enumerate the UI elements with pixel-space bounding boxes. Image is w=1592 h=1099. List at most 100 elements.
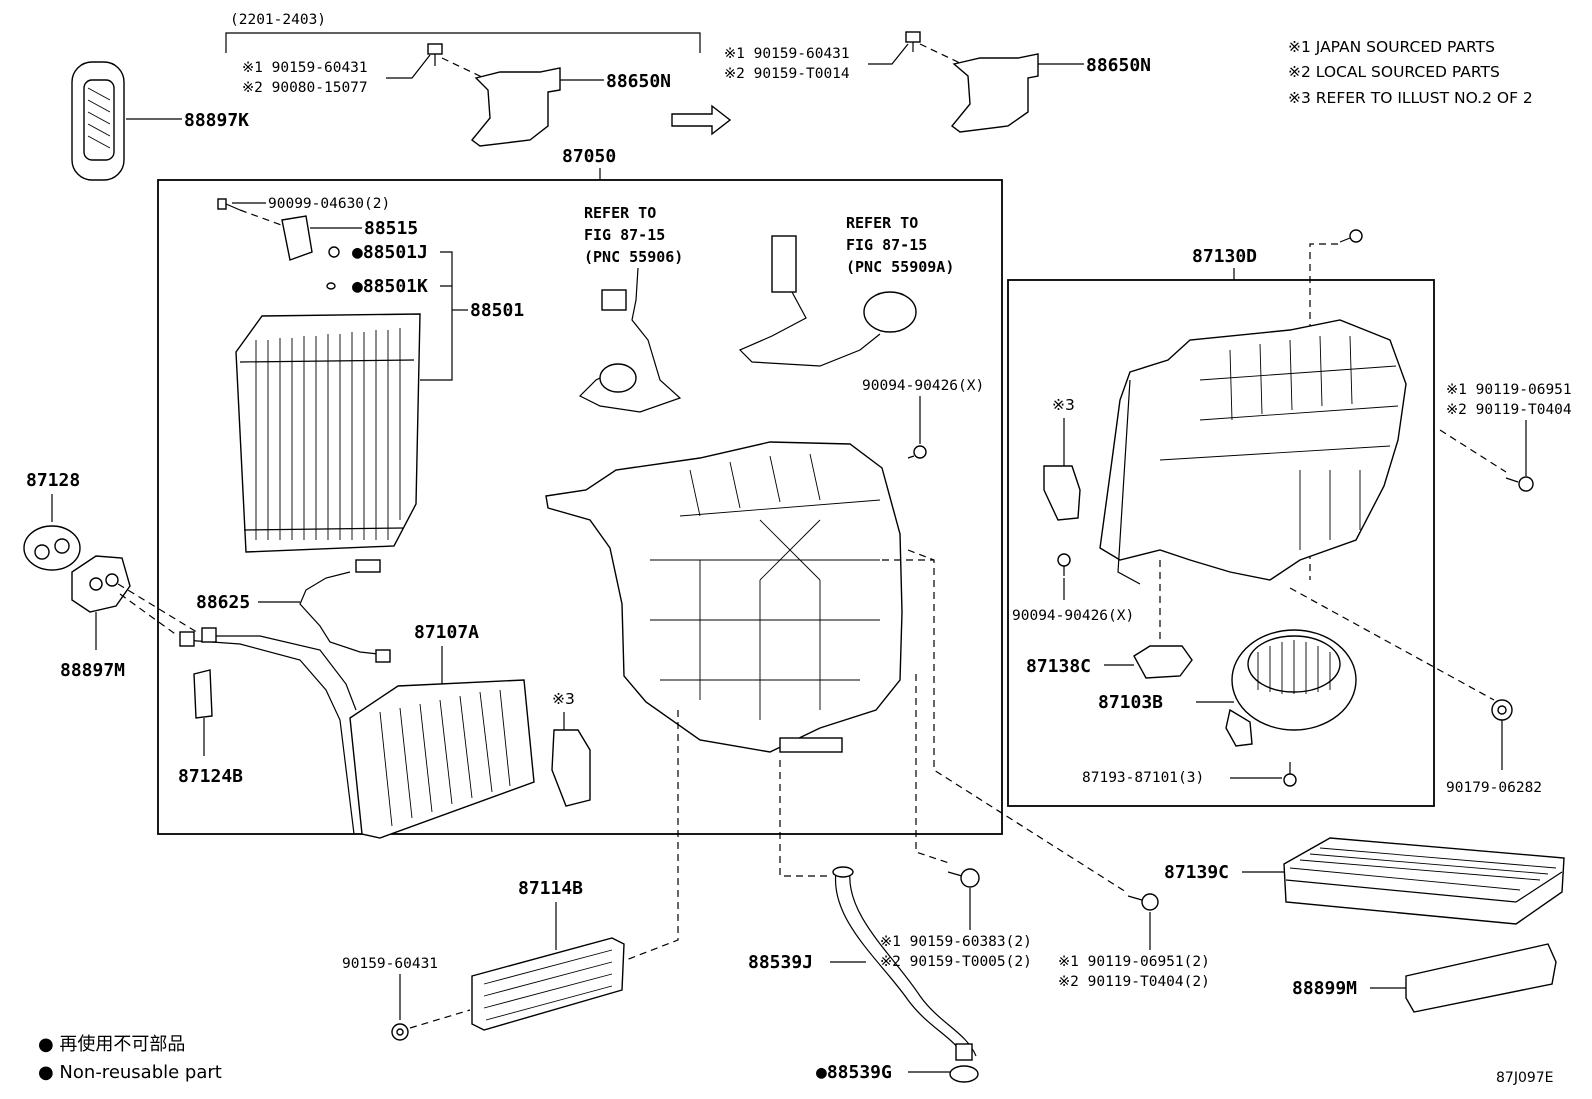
label-88650n-b: 88650N [1086,55,1151,76]
part-88899m-filter-cover[interactable]: 88899M [1292,943,1557,1013]
notes-block: ※1 JAPAN SOURCED PARTS ※2 LOCAL SOURCED … [1288,38,1533,107]
hvac-case-icon[interactable] [545,441,903,753]
label-bolt-b-japan: ※1 90159-60431 [724,46,850,62]
part-screw-90094-main[interactable]: 90094-90426(X) [862,378,984,459]
part-screw-90094-blower[interactable]: 90094-90426(X) [1012,553,1161,640]
blower-box-87130d: 87130D [1007,246,1435,807]
part-87128-gasket[interactable]: 87128 [23,470,81,571]
label-88625: 88625 [196,592,250,613]
part-ref3-main[interactable]: ※3 [551,690,591,807]
actuator-icon [1043,465,1081,521]
legend: ● 再使用不可部品 ● Non-reusable part [38,1034,222,1083]
part-bolt-bracket-a[interactable]: ※1 90159-60431 ※2 90080-15077 88650N [242,43,671,147]
part-87114b-duct[interactable]: 87114B [471,710,679,1031]
label-bolt-a-local: ※2 90080-15077 [242,80,368,96]
part-88897k-cover[interactable]: 88897K [71,61,249,181]
gasket-icon [23,525,81,571]
o-ring-icon [328,246,340,258]
label-90119-06951: ※1 90119-06951 [1446,382,1572,398]
label-88899m: 88899M [1292,978,1357,999]
part-bolt-90159-60383[interactable]: ※1 90159-60383(2) ※2 90159-T0005(2) [880,674,1032,970]
cover-icon [1405,943,1557,1013]
bolt-icon [947,868,980,888]
pipe-end-icon [179,631,195,647]
servo-motor-icon [863,291,917,333]
part-bolt-bracket-b[interactable]: ※1 90159-60431 ※2 90159-T0014 88650N [724,31,1151,133]
screw-icon [1339,229,1363,243]
refer1-line3: (PNC 55906) [584,248,683,266]
label-90094-main: 90094-90426(X) [862,378,984,394]
label-90179-06282: 90179-06282 [1446,780,1542,796]
part-duct-bolt[interactable]: 90159-60431 [342,956,471,1041]
note-local-sourced: ※2 LOCAL SOURCED PARTS [1288,63,1500,81]
part-90179-grommet[interactable]: 90179-06282 [1289,587,1542,796]
pipe-end-icon [201,627,217,643]
blower-housing-icon[interactable] [1099,319,1407,585]
screw-icon [1505,476,1534,492]
label-88650n-a: 88650N [606,71,671,92]
refer2-line1: REFER TO [846,214,918,232]
part-88539j-drain-hose[interactable]: 88539J [748,760,977,1061]
part-87124b-clamp[interactable]: 87124B [178,669,243,787]
bracket-icon [950,53,1039,133]
label-90159-60383: ※1 90159-60383(2) [880,934,1032,950]
label-90159-60431-duct: 90159-60431 [342,956,438,972]
part-87103b-blower-motor[interactable]: 87103B [1098,629,1357,747]
refer-block-1: REFER TO FIG 87-15 (PNC 55906) [578,204,683,413]
label-88539j: 88539J [748,952,813,973]
label-90099-04630: 90099-04630(2) [268,196,390,212]
screw-icon [907,445,927,459]
note-japan-sourced: ※1 JAPAN SOURCED PARTS [1288,38,1495,56]
screw-icon [217,198,241,211]
o-ring-icon [326,282,336,290]
label-87138c: 87138C [1026,656,1091,677]
part-88897m-plate[interactable]: 88897M [60,555,201,681]
part-87138c-resistor[interactable]: 87138C [1026,645,1193,679]
label-90119-t0404: ※2 90119-T0404 [1446,402,1572,418]
part-88539g-cap[interactable]: ●88539G [816,1062,979,1083]
bracket-icon [470,67,561,147]
refer2-line3: (PNC 55909A) [846,258,954,276]
label-87107a: 87107A [414,622,479,643]
label-90159-t0005: ※2 90159-T0005(2) [880,954,1032,970]
hose-end-icon [955,1043,973,1061]
legend-jp: ● 再使用不可部品 [38,1034,185,1055]
label-88501j: ●88501J [352,242,428,263]
label-87128: 87128 [26,470,80,491]
label-87050: 87050 [562,146,616,167]
part-87139c-filter[interactable]: 87139C [1164,837,1565,925]
label-90119-t0404-bottom: ※2 90119-T0404(2) [1058,974,1210,990]
part-screw-90119-bottom[interactable]: ※1 90119-06951(2) ※2 90119-T0404(2) [882,559,1210,990]
hose-end-icon [832,866,854,878]
actuator-icon [551,729,591,807]
label-88897m: 88897M [60,660,125,681]
part-87107a-heater-core[interactable]: 87107A [179,622,535,839]
evaporator-icon[interactable] [235,313,421,553]
date-range-bracket: (2201-2403) [225,12,701,53]
bolt-icon [427,43,443,66]
label-87114b: 87114B [518,878,583,899]
sensor-icon [355,559,381,573]
servo-motor-icon [599,363,637,393]
legend-en: ● Non-reusable part [38,1062,222,1083]
valve-icon [281,215,313,261]
connector-icon [601,289,627,311]
bolt-icon [905,31,921,52]
part-ref3-blower[interactable]: ※3 [1043,396,1081,521]
resistor-icon [1133,645,1193,679]
label-87139c: 87139C [1164,862,1229,883]
part-88625-thermistor[interactable]: 88625 [196,559,391,663]
label-88539g: ●88539G [816,1062,892,1083]
connector-icon [771,235,797,293]
part-expansion-valve[interactable]: 90099-04630(2) 88515 ●88501J ●88501K 885… [217,196,524,381]
label-87124b: 87124B [178,766,243,787]
leader-line [907,549,935,561]
label-88501: 88501 [470,300,524,321]
screw-icon [1057,553,1071,576]
part-screw-90119-right[interactable]: ※1 90119-06951 ※2 90119-T0404 [1439,382,1572,492]
label-bolt-b-local: ※2 90159-T0014 [724,66,850,82]
label-ref3-blower: ※3 [1052,396,1075,414]
part-motor-screw[interactable]: 87193-87101(3) [1082,762,1297,787]
screw-icon [1127,893,1159,911]
